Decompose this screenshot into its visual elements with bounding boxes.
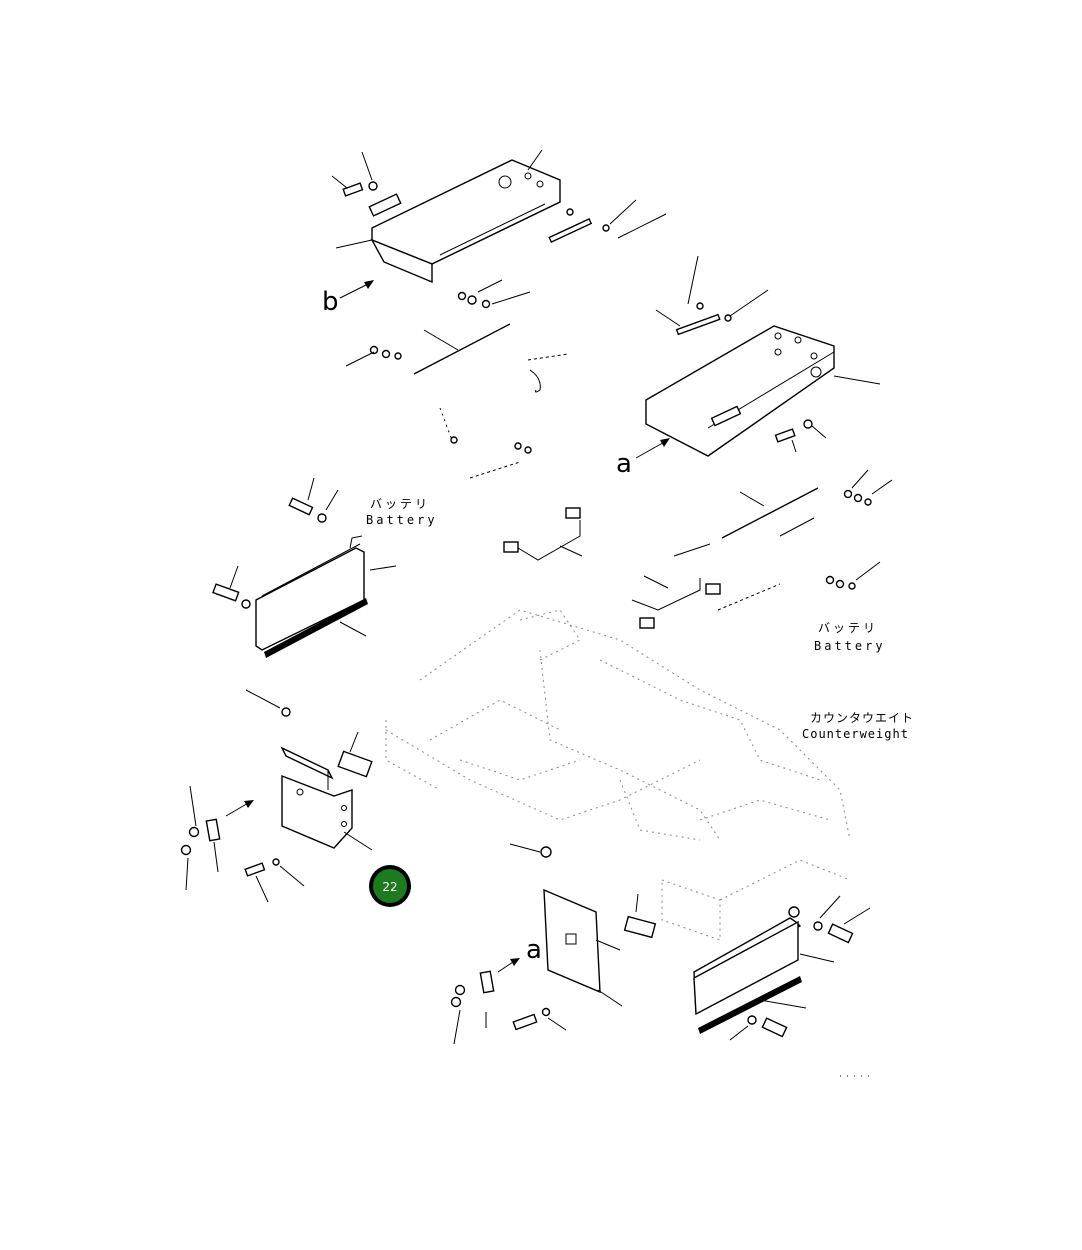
right-side-plate	[693, 895, 871, 1041]
arrow-bF	[225, 800, 254, 817]
battery-label-top: バッテリ Battery	[366, 497, 438, 527]
lower-center-plate-a	[509, 843, 657, 1007]
callout-22-fill	[373, 869, 407, 903]
bolt-group-bottom-center	[450, 970, 567, 1045]
bolt-group-top-left	[331, 151, 378, 197]
bolt-group-left-mid	[288, 477, 339, 523]
battery-right-jp: バッテリ	[818, 621, 878, 635]
battery-cover-b	[335, 149, 561, 284]
small-parts-center	[439, 407, 532, 479]
nut-group-mid	[457, 279, 531, 309]
long-rod-left	[345, 323, 569, 393]
callout-marker-22[interactable]: 22	[369, 865, 411, 907]
label-view-a-right: a	[616, 449, 632, 479]
battery-label-right: バッテリ Battery	[814, 621, 886, 653]
label-view-a-bottom: a	[526, 935, 542, 965]
counterweight-label: カウンタウエイト Counterweight	[802, 711, 914, 741]
battery-holder-right	[631, 575, 721, 629]
bolt-group-right	[774, 419, 827, 453]
left-side-plate	[212, 535, 397, 658]
battery-top-en: Battery	[366, 513, 438, 527]
arrow-a-right: a	[616, 438, 670, 479]
lower-left-cover-bF	[245, 689, 373, 851]
label-view-b-top: b	[322, 287, 339, 317]
revolving-frame-ghost	[385, 609, 851, 941]
battery-right-en: Battery	[814, 639, 886, 653]
battery-holder-center	[503, 507, 583, 561]
rod-upper-right	[655, 255, 769, 336]
counterweight-en: Counterweight	[802, 727, 909, 741]
battery-top-jp: バッテリ	[370, 497, 430, 511]
counterweight-jp: カウンタウエイト	[810, 711, 914, 725]
arrow-a-bottom: a	[497, 935, 542, 973]
battery-cover-a	[645, 325, 881, 457]
long-rod-right	[673, 469, 893, 611]
arrow-b-top: b	[322, 280, 374, 317]
callout-22-number: 22	[382, 880, 397, 894]
bolt-group-lower-left	[180, 785, 305, 903]
rod-top	[548, 199, 667, 243]
